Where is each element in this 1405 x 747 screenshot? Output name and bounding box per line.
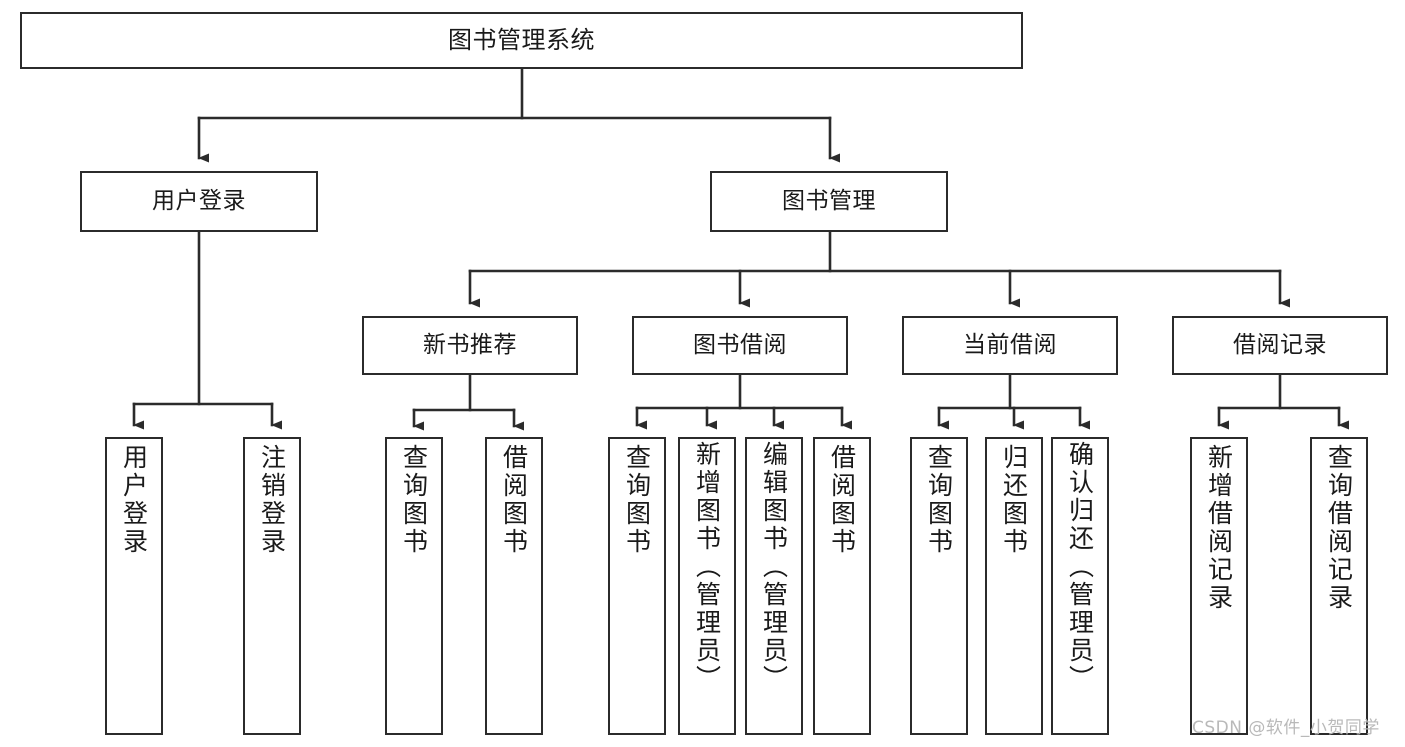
node-root-system[interactable]: 图书管理系统: [20, 12, 1023, 69]
node-borrow-record[interactable]: 借阅记录: [1172, 316, 1388, 375]
leaf-confirm-return-label: 确认归还（管理员）: [1065, 441, 1095, 693]
node-new-book-recommend[interactable]: 新书推荐: [362, 316, 578, 375]
leaf-add-book[interactable]: 新增图书（管理员）: [678, 437, 736, 735]
leaf-edit-book[interactable]: 编辑图书（管理员）: [745, 437, 803, 735]
leaf-query-book-current[interactable]: 查询图书: [910, 437, 968, 735]
leaf-query-borrow-record[interactable]: 查询借阅记录: [1310, 437, 1368, 735]
leaf-logout-label: 注销登录: [257, 444, 287, 556]
node-root-system-label: 图书管理系统: [448, 25, 595, 54]
leaf-borrow-book-rec[interactable]: 借阅图书: [485, 437, 543, 735]
leaf-return-book[interactable]: 归还图书: [985, 437, 1043, 735]
leaf-return-book-label: 归还图书: [999, 444, 1029, 556]
node-book-manage[interactable]: 图书管理: [710, 171, 948, 232]
node-user-login[interactable]: 用户登录: [80, 171, 318, 232]
node-new-book-recommend-label: 新书推荐: [423, 332, 517, 359]
leaf-query-book-borrow-label: 查询图书: [622, 444, 652, 556]
leaf-query-book-borrow[interactable]: 查询图书: [608, 437, 666, 735]
leaf-borrow-book[interactable]: 借阅图书: [813, 437, 871, 735]
leaf-borrow-book-rec-label: 借阅图书: [499, 444, 529, 556]
node-user-login-label: 用户登录: [152, 188, 246, 215]
leaf-query-book-rec-label: 查询图书: [399, 444, 429, 556]
csdn-watermark: CSDN @软件_小贺同学: [1192, 718, 1380, 738]
node-current-borrow[interactable]: 当前借阅: [902, 316, 1118, 375]
leaf-user-login-label: 用户登录: [119, 444, 149, 556]
leaf-confirm-return[interactable]: 确认归还（管理员）: [1051, 437, 1109, 735]
leaf-user-login[interactable]: 用户登录: [105, 437, 163, 735]
leaf-add-borrow-record[interactable]: 新增借阅记录: [1190, 437, 1248, 735]
leaf-query-book-rec[interactable]: 查询图书: [385, 437, 443, 735]
node-borrow-record-label: 借阅记录: [1233, 332, 1327, 359]
node-book-borrow[interactable]: 图书借阅: [632, 316, 848, 375]
leaf-add-borrow-record-label: 新增借阅记录: [1204, 444, 1234, 612]
leaf-query-book-current-label: 查询图书: [924, 444, 954, 556]
node-book-borrow-label: 图书借阅: [693, 332, 787, 359]
leaf-logout[interactable]: 注销登录: [243, 437, 301, 735]
leaf-add-book-label: 新增图书（管理员）: [692, 441, 722, 693]
node-current-borrow-label: 当前借阅: [963, 332, 1057, 359]
leaf-edit-book-label: 编辑图书（管理员）: [759, 441, 789, 693]
leaf-borrow-book-label: 借阅图书: [827, 444, 857, 556]
node-book-manage-label: 图书管理: [782, 188, 876, 215]
leaf-query-borrow-record-label: 查询借阅记录: [1324, 444, 1354, 612]
